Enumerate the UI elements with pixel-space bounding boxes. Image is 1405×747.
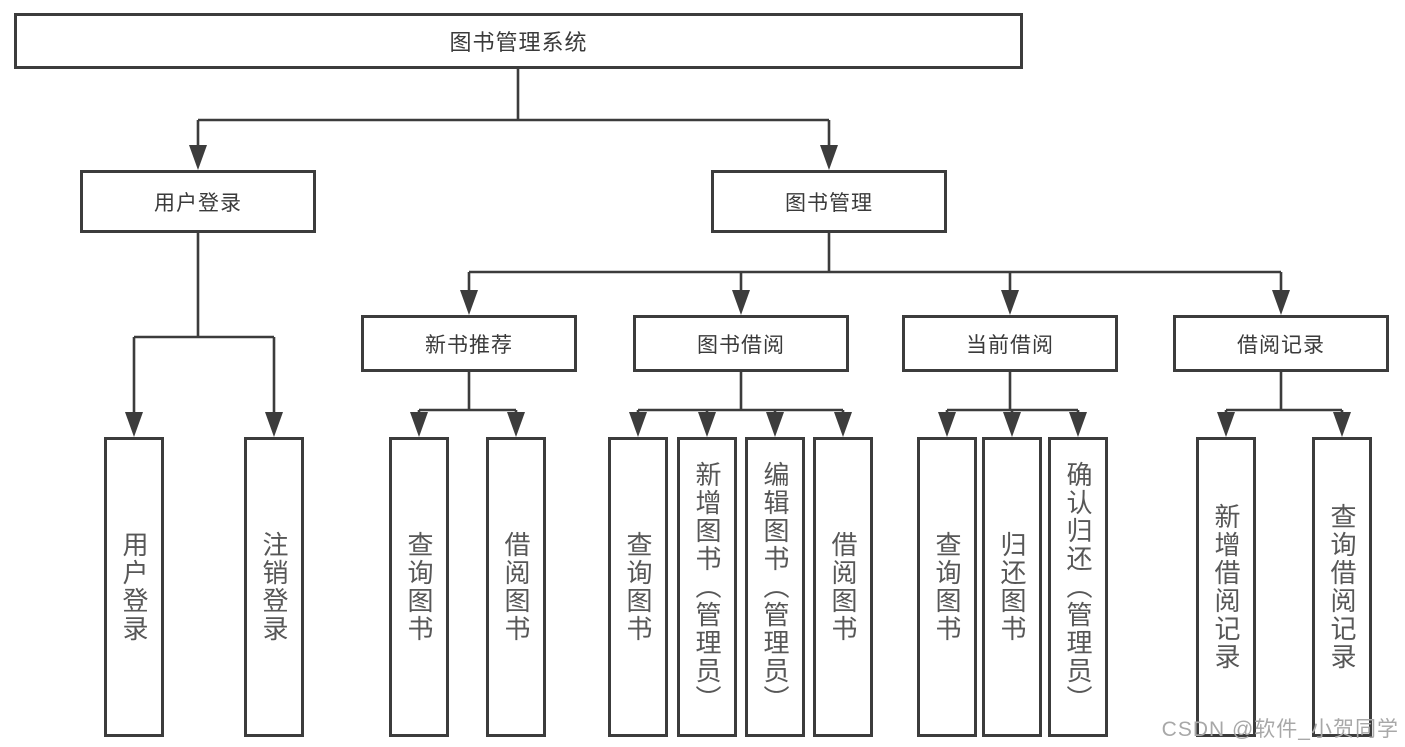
- leaf-label: 编辑图书（管理员）: [760, 461, 790, 713]
- node-current-borrow: 当前借阅: [902, 315, 1118, 372]
- leaf-label: 用户登录: [119, 531, 149, 643]
- leaf-label: 查询图书: [932, 531, 962, 643]
- leaf-query-borrow-record: 查询借阅记录: [1312, 437, 1372, 737]
- node-user-login: 用户登录: [80, 170, 316, 233]
- leaf-add-borrow-record: 新增借阅记录: [1196, 437, 1256, 737]
- node-book-borrow: 图书借阅: [633, 315, 849, 372]
- leaf-label: 确认归还（管理员）: [1063, 461, 1093, 713]
- leaf-borrow-book-recommend: 借阅图书: [486, 437, 546, 737]
- csdn-watermark: CSDN @软件_小贺同学: [1161, 718, 1399, 741]
- leaf-query-book-recommend: 查询图书: [389, 437, 449, 737]
- leaf-borrow-book: 借阅图书: [813, 437, 873, 737]
- leaf-label: 新增借阅记录: [1211, 503, 1241, 671]
- leaf-logout: 注销登录: [244, 437, 304, 737]
- leaf-edit-book-admin: 编辑图书（管理员）: [745, 437, 805, 737]
- leaf-label: 查询图书: [404, 531, 434, 643]
- node-new-book-recommend: 新书推荐: [361, 315, 577, 372]
- leaf-label: 借阅图书: [501, 531, 531, 643]
- leaf-query-book-borrow: 查询图书: [608, 437, 668, 737]
- leaf-label: 注销登录: [259, 531, 289, 643]
- node-library-management-system: 图书管理系统: [14, 13, 1023, 69]
- leaf-label: 新增图书（管理员）: [692, 461, 722, 713]
- leaf-confirm-return-admin: 确认归还（管理员）: [1048, 437, 1108, 737]
- leaf-label: 查询图书: [623, 531, 653, 643]
- leaf-label: 借阅图书: [828, 531, 858, 643]
- leaf-user-login: 用户登录: [104, 437, 164, 737]
- node-borrow-record: 借阅记录: [1173, 315, 1389, 372]
- leaf-label: 归还图书: [997, 531, 1027, 643]
- node-book-management: 图书管理: [711, 170, 947, 233]
- leaf-add-book-admin: 新增图书（管理员）: [677, 437, 737, 737]
- leaf-label: 查询借阅记录: [1327, 503, 1357, 671]
- leaf-return-book: 归还图书: [982, 437, 1042, 737]
- leaf-query-book-current: 查询图书: [917, 437, 977, 737]
